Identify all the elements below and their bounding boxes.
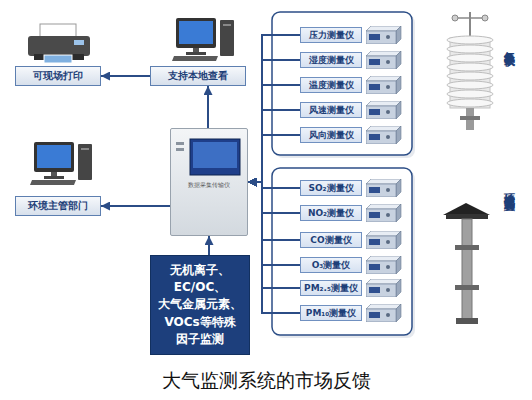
sensor-arm [455,17,485,19]
node-text: 风速测量仪 [309,104,354,117]
node-text: 环境主管部门 [28,199,88,213]
node-text: NO₂测量仪 [308,207,354,220]
shield-plate [447,72,493,80]
connector-arrow [248,182,300,240]
output-box: 支持本地查看 [150,66,246,86]
node-text: 温度测量仪 [309,79,354,92]
device-indicator [176,142,184,145]
gauge-icon [366,279,401,297]
connector-arrow [101,205,170,207]
connector-arrow [248,182,300,313]
gauge-icon [366,101,401,119]
gauge-label: O₃测量仪 [300,257,362,273]
shield-plate [447,99,493,107]
gauge-icon [366,256,401,274]
sensor-post [469,12,471,36]
panel-shadow [275,15,415,158]
connector-arrow [248,182,300,188]
gauge-label: 风速测量仪 [300,102,362,118]
gauge-icon [366,179,401,197]
data-logger: 数据采集传输仪 [170,128,248,236]
connector-arrow [248,35,300,182]
shield-plate [447,90,493,98]
tube-rim [446,214,488,219]
node-text: 湿度测量仪 [309,54,354,67]
connector-arrow [248,182,300,288]
gauge-label: PM₂.₅测量仪 [300,280,362,296]
connector-arrow [207,86,209,128]
sensor-cup [482,15,488,21]
side-label: 气象参数仪 [501,42,516,47]
sensor-cup [452,15,458,21]
gauge-label: PM₁₀测量仪 [300,305,362,321]
node-text: 无机离子、 EC/OC、 大气金属元素、 VOCs等特殊 因子监测 [157,262,243,347]
gauge-label: 风向测量仪 [300,127,362,143]
gauge-icon [366,51,401,69]
connector-arrow [248,182,300,213]
mount-bracket [460,116,480,120]
gauge-label: CO测量仪 [300,232,362,248]
node-text: 支持本地查看 [168,69,228,83]
node-text: SO₂测量仪 [308,182,353,195]
connector-arrow [101,75,150,77]
shield-plate [447,54,493,62]
output-box: 可现场打印 [15,66,101,86]
device-indicator [176,148,184,151]
meteo-panel [272,12,412,155]
tube-base [456,318,478,324]
gauge-icon [366,76,401,94]
shield-body [450,38,490,108]
node-text: 压力测量仪 [309,29,354,42]
gauge-icon [366,204,401,222]
tube-flange [455,285,479,290]
printer-photo [44,55,72,63]
mount-pole [466,108,474,130]
gauge-icon [366,126,401,144]
printer-display [74,40,84,45]
gauge-label: 湿度测量仪 [300,52,362,68]
computer-icon [30,142,92,185]
connector-arrow [248,182,300,265]
node-text: 可现场打印 [33,69,83,83]
air-panel [272,168,412,335]
caption: 大气监测系统的市场反馈 [0,368,532,394]
shield-plate [447,36,493,44]
gauge-label: SO₂测量仪 [300,180,362,196]
monitoring-box: 无机离子、 EC/OC、 大气金属元素、 VOCs等特殊 因子监测 [150,255,250,355]
connector-arrow [248,110,300,182]
panel-shadow [275,171,415,338]
device-display [193,142,237,168]
node-text: O₃测量仪 [312,259,351,272]
node-text: CO测量仪 [310,234,351,247]
gauge-icon [366,231,401,249]
shield-plate [447,81,493,89]
tube-cap [443,203,490,215]
node-text: 数据采集传输仪 [188,181,230,190]
connector-arrow [248,135,300,182]
shield-plate [447,45,493,53]
printer-paper [40,24,76,38]
gauge-icon [366,26,401,44]
connector-arrow [248,85,300,182]
side-label: 环境空气监测装置 [501,184,516,192]
node-text: PM₁₀测量仪 [306,307,356,320]
connector-arrow [248,60,300,182]
shield-plate [447,63,493,71]
printer-body [28,36,90,56]
output-box: 环境主管部门 [15,196,101,216]
computer-icon [172,18,234,61]
node-text: 风向测量仪 [309,129,354,142]
gauge-label: NO₂测量仪 [300,205,362,221]
connector-arrow [208,236,210,255]
node-text: PM₂.₅测量仪 [304,282,358,295]
gauge-label: 温度测量仪 [300,77,362,93]
printer-tray [34,54,84,60]
gauge-label: 压力测量仪 [300,27,362,43]
gauge-icon [366,304,401,322]
tube-flange [455,245,479,250]
device-screen [190,139,240,175]
tube-pole [462,219,472,319]
